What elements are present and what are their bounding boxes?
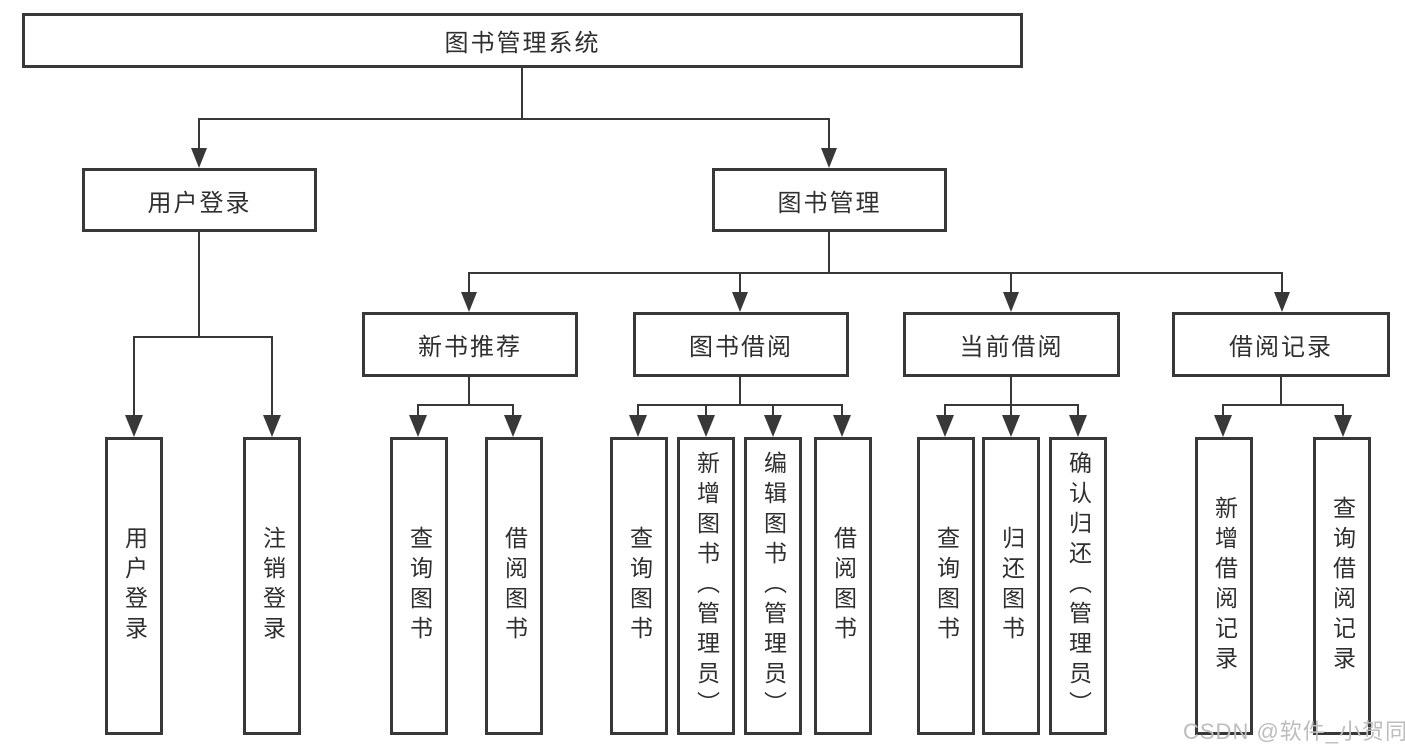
connector-sec2-drop-2 [1010, 404, 1012, 418]
arrow-down-icon [732, 292, 748, 312]
leaf-records-add-borrow-record: 新增借阅记录 [1195, 437, 1253, 735]
connector-mgmt-drop-4 [1281, 272, 1283, 296]
connector-root-drop-left [198, 118, 200, 152]
node-book-borrowing: 图书借阅 [633, 312, 849, 377]
connector-mgmt-stem [828, 232, 830, 274]
arrow-down-icon [936, 415, 954, 437]
arrow-down-icon [1214, 415, 1232, 437]
connector-sec1-drop-3 [772, 404, 774, 418]
leaf-label: 新增借阅记录 [1211, 496, 1238, 676]
connector-root-drop-right [828, 118, 830, 152]
arrow-down-icon [1003, 292, 1019, 312]
connector-mgmt-crossbar [469, 272, 1283, 274]
leaf-recommend-borrow-books: 借阅图书 [485, 437, 543, 735]
leaf-label: 新增图书（管理员） [693, 451, 720, 721]
leaf-current-return-books: 归还图书 [982, 437, 1040, 735]
leaf-records-query-borrow-record: 查询借阅记录 [1313, 437, 1371, 735]
leaf-borrowing-edit-books-admin: 编辑图书（管理员） [744, 437, 802, 735]
connector-sec1-drop-1 [637, 404, 639, 418]
connector-root-crossbar [198, 118, 830, 120]
node-current-borrowing: 当前借阅 [903, 312, 1120, 377]
connector-sec3-drop-1 [1222, 404, 1224, 418]
connector-sec3-crossbar [1223, 404, 1344, 406]
leaf-recommend-query-books: 查询图书 [390, 437, 448, 735]
leaf-label: 借阅图书 [501, 526, 528, 646]
node-library-management-system: 图书管理系统 [22, 13, 1023, 68]
connector-sec0-drop-2 [512, 404, 514, 418]
connector-login-drop-2 [271, 336, 273, 420]
connector-sec1-crossbar [638, 404, 843, 406]
connector-sec2-drop-1 [944, 404, 946, 418]
leaf-label: 查询图书 [626, 526, 653, 646]
arrow-down-icon [461, 292, 477, 312]
connector-root-stem [521, 68, 523, 119]
connector-mgmt-drop-2 [739, 272, 741, 296]
connector-login-crossbar [133, 336, 273, 338]
connector-mgmt-drop-1 [468, 272, 470, 296]
arrow-down-icon [629, 415, 647, 437]
arrow-down-icon [1069, 415, 1087, 437]
arrow-down-icon [125, 415, 143, 437]
leaf-label: 归还图书 [998, 526, 1025, 646]
node-new-book-recommend: 新书推荐 [362, 312, 578, 377]
arrow-down-icon [697, 415, 715, 437]
arrow-down-icon [1002, 415, 1020, 437]
arrow-down-icon [821, 148, 837, 168]
connector-sec0-crossbar [418, 404, 514, 406]
connector-sec2-drop-3 [1077, 404, 1079, 418]
connector-login-drop-1 [133, 336, 135, 420]
arrow-down-icon [1274, 292, 1290, 312]
leaf-borrowing-add-books-admin: 新增图书（管理员） [677, 437, 735, 735]
leaf-user-login: 用户登录 [105, 437, 163, 735]
connector-sec0-stem [468, 377, 470, 405]
connector-sec1-stem [739, 377, 741, 405]
arrow-down-icon [833, 415, 851, 437]
leaf-label: 查询图书 [406, 526, 433, 646]
leaf-borrowing-borrow-books: 借阅图书 [814, 437, 872, 735]
arrow-down-icon [764, 415, 782, 437]
node-borrow-records: 借阅记录 [1172, 312, 1390, 377]
leaf-label: 确认归还（管理员） [1065, 451, 1092, 721]
leaf-borrowing-query-books: 查询图书 [610, 437, 668, 735]
leaf-label: 用户登录 [121, 526, 148, 646]
leaf-label: 编辑图书（管理员） [760, 451, 787, 721]
arrow-down-icon [191, 148, 207, 168]
node-book-management: 图书管理 [712, 168, 947, 232]
leaf-label: 注销登录 [259, 526, 286, 646]
connector-sec3-drop-2 [1342, 404, 1344, 418]
connector-mgmt-drop-3 [1010, 272, 1012, 296]
connector-login-stem [198, 232, 200, 337]
arrow-down-icon [409, 415, 427, 437]
connector-sec2-stem [1010, 377, 1012, 405]
connector-sec1-drop-4 [841, 404, 843, 418]
node-user-login: 用户登录 [82, 168, 317, 232]
connector-sec3-stem [1280, 377, 1282, 405]
leaf-current-query-books: 查询图书 [917, 437, 975, 735]
leaf-label: 查询借阅记录 [1329, 496, 1356, 676]
connector-sec0-drop-1 [417, 404, 419, 418]
csdn-watermark: CSDN @软件_小贺同学 [1183, 719, 1405, 744]
leaf-label: 借阅图书 [830, 526, 857, 646]
leaf-current-confirm-return-admin: 确认归还（管理员） [1049, 437, 1107, 735]
arrow-down-icon [1334, 415, 1352, 437]
connector-sec2-crossbar [945, 404, 1079, 406]
connector-sec1-drop-2 [705, 404, 707, 418]
arrow-down-icon [504, 415, 522, 437]
leaf-logout: 注销登录 [243, 437, 301, 735]
arrow-down-icon [263, 415, 281, 437]
leaf-label: 查询图书 [933, 526, 960, 646]
